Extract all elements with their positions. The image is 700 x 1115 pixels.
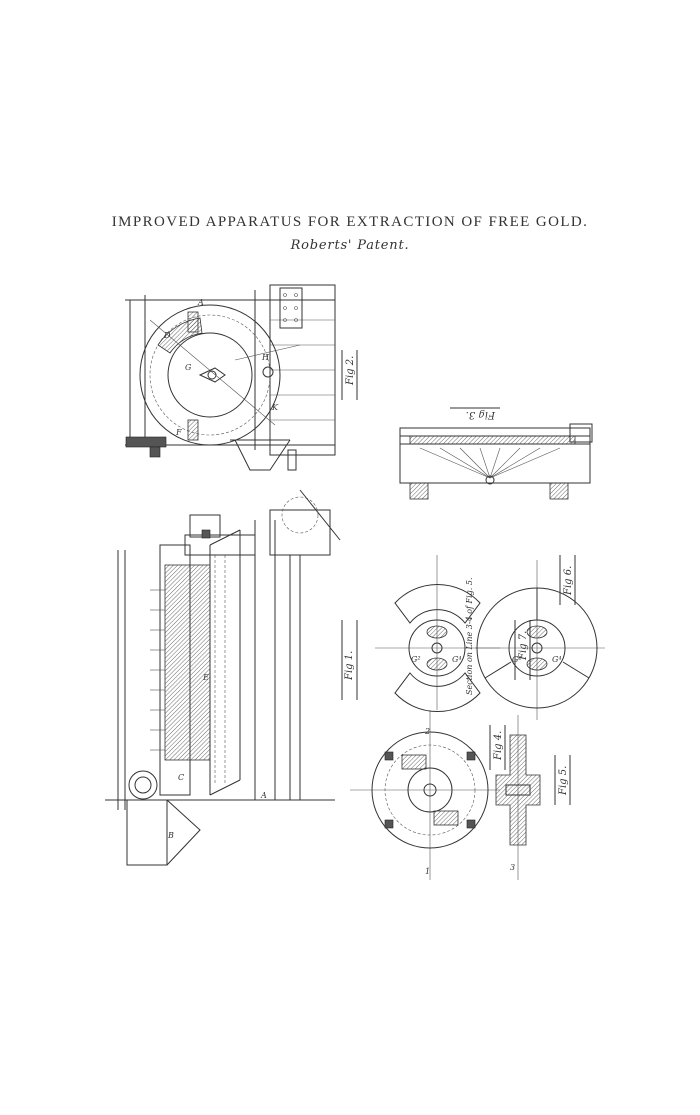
document-subtitle: Roberts' Patent. <box>290 238 410 253</box>
label-G2-fig6: G² <box>512 655 522 664</box>
label-num-1: 1 <box>425 867 430 876</box>
label-F: F <box>175 428 182 437</box>
label-G: G <box>185 363 192 372</box>
figure-6-drawing: G² G⁴ Fig 6. <box>475 555 605 720</box>
label-A: A <box>197 298 204 307</box>
figure-5-drawing: 3 Fig 5. <box>495 715 571 880</box>
label-H: H <box>261 353 270 362</box>
label-num-3: 3 <box>510 863 515 872</box>
figure-4-drawing: 2 1 Fig 4. <box>350 710 506 880</box>
section-note: Section on Line 3-4 of Fig. 5. <box>465 578 474 696</box>
figure-7-drawing: G² G⁴ Section on Line 3-4 of Fig. 5. Fig… <box>375 555 531 713</box>
fig-4-label: Fig 4. <box>493 731 504 761</box>
fig-6-label: Fig 6. <box>563 566 574 596</box>
fig-2-label: Fig 2. <box>345 356 356 386</box>
label-C: C <box>178 773 184 782</box>
fig-3-label: Fig 3. <box>466 409 496 420</box>
fig-1-label: Fig 1. <box>344 651 355 681</box>
fig-5-label: Fig 5. <box>558 766 569 796</box>
figure-3-drawing: Fig 3. <box>399 407 593 500</box>
label-B: B <box>167 831 174 840</box>
label-G4-fig6: G⁴ <box>552 655 562 664</box>
label-G4-fig7: G⁴ <box>452 655 462 664</box>
label-K: K <box>271 403 279 412</box>
label-A-fig1: A <box>260 791 267 800</box>
document-title: IMPROVED APPARATUS FOR EXTRACTION OF FRE… <box>111 214 589 230</box>
label-G2-fig7: G² <box>411 655 421 664</box>
figure-1-drawing: B A E C Fig 1. <box>105 489 358 866</box>
label-num-2: 2 <box>424 727 430 736</box>
label-E: E <box>202 673 209 682</box>
label-D: D <box>163 331 171 340</box>
figure-2-drawing: A F D G H K Fig 2. <box>125 284 358 471</box>
fig-7-label: Fig 7. <box>518 631 529 661</box>
